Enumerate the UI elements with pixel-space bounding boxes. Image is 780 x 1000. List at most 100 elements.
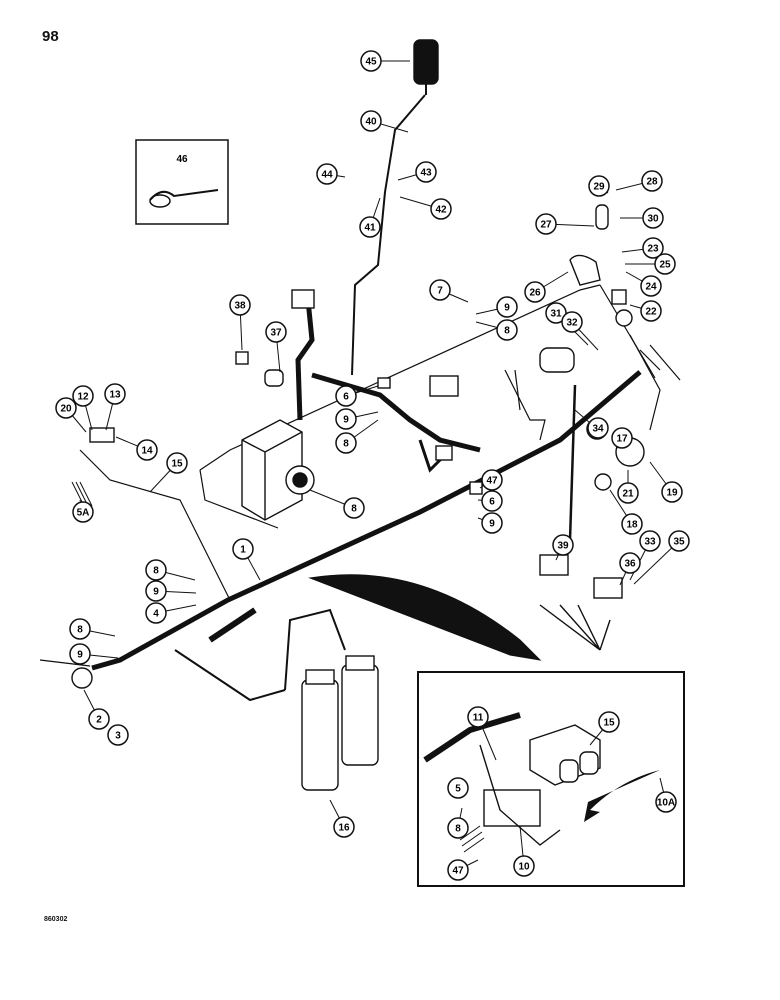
callout-15: 15 <box>149 452 188 493</box>
callout-number: 11 <box>473 713 484 724</box>
callout-circle <box>481 512 503 534</box>
callout-number: 10 <box>518 862 530 873</box>
callout-4: 4 <box>145 602 197 624</box>
callout-number: 23 <box>647 244 659 255</box>
callout-number: 5 <box>455 784 461 795</box>
callout-circle <box>145 602 167 624</box>
callout-number: 21 <box>622 489 634 500</box>
callout-number: 24 <box>645 282 657 293</box>
callout-circle <box>335 385 357 407</box>
callout-45: 45 <box>360 50 410 72</box>
callout-number: 15 <box>171 459 183 470</box>
callout-32: 32 <box>561 311 599 351</box>
callout-circle <box>72 501 94 523</box>
filter-assembly <box>301 655 379 791</box>
callout-39: 39 <box>552 534 574 561</box>
callout-8: 8 <box>145 559 196 581</box>
callout-circle <box>335 432 357 454</box>
callout-number: 37 <box>270 328 282 339</box>
callout-number: 32 <box>566 318 578 329</box>
callout-number: 40 <box>365 117 377 128</box>
callout-number: 6 <box>489 497 495 508</box>
callout-circle <box>72 385 94 407</box>
callout-number: 41 <box>364 223 376 234</box>
callout-circle <box>588 175 610 197</box>
callout-37: 37 <box>265 321 287 373</box>
callout-36: 36 <box>619 552 641 586</box>
callout-number: 47 <box>452 866 464 877</box>
callout-number: 26 <box>529 288 541 299</box>
callout-number: 9 <box>77 650 83 661</box>
callout-number: 9 <box>489 519 495 530</box>
callout-circle <box>642 207 664 229</box>
callout-47: 47 <box>479 469 503 491</box>
inset-detail-box <box>417 671 685 887</box>
callout-10A: 10A <box>655 777 677 813</box>
callout-number: 33 <box>644 537 656 548</box>
callout-circle <box>429 279 451 301</box>
callout-circle <box>619 552 641 574</box>
callout-number: 8 <box>455 824 461 835</box>
inset-arrow <box>584 770 660 822</box>
callout-circle <box>232 538 254 560</box>
callout-2: 2 <box>83 689 110 730</box>
callout-41: 41 <box>359 197 381 238</box>
callout-8: 8 <box>447 807 469 839</box>
callout-7: 7 <box>429 279 469 303</box>
callout-circle <box>587 417 609 439</box>
callout-circle <box>639 530 661 552</box>
callout-circle <box>598 711 620 733</box>
callout-10: 10 <box>513 825 535 877</box>
callout-number: 20 <box>60 404 72 415</box>
callout-8: 8 <box>309 489 365 519</box>
callout-number: 8 <box>153 566 159 577</box>
callout-circle <box>359 216 381 238</box>
callout-number: 14 <box>141 446 153 457</box>
callout-18: 18 <box>609 489 643 535</box>
callout-circle <box>496 319 518 341</box>
components <box>71 39 645 853</box>
callout-circle <box>661 481 683 503</box>
callout-number: 13 <box>109 390 121 401</box>
callout-19: 19 <box>649 461 683 503</box>
callout-35: 35 <box>633 530 690 585</box>
callout-circle <box>641 170 663 192</box>
callout-circle <box>524 281 546 303</box>
callout-circle <box>166 452 188 474</box>
callout-circle <box>360 110 382 132</box>
callout-44: 44 <box>316 163 346 185</box>
callout-circle <box>447 859 469 881</box>
callout-circle <box>617 482 639 504</box>
callout-circle <box>55 397 77 419</box>
callout-number: 8 <box>77 625 83 636</box>
callout-number: 10A <box>657 798 675 809</box>
callout-circle <box>545 302 567 324</box>
callout-number: 16 <box>338 823 350 834</box>
callout-number: 27 <box>540 220 552 231</box>
callout-5: 5 <box>447 777 469 799</box>
callout-number: 35 <box>673 537 685 548</box>
callout-47: 47 <box>447 859 479 881</box>
callout-number: 31 <box>550 309 562 320</box>
callout-circle <box>107 724 129 746</box>
callout-circle <box>333 816 355 838</box>
callout-circle <box>360 50 382 72</box>
callout-circle <box>654 253 676 275</box>
callout-number: 9 <box>343 415 349 426</box>
callout-number: 4 <box>153 609 159 620</box>
figure-code: 860302 <box>44 916 68 923</box>
callout-circle <box>467 706 489 728</box>
callout-number: 28 <box>646 177 658 188</box>
callout-9: 9 <box>69 643 119 665</box>
callout-9: 9 <box>477 512 503 534</box>
callout-circle <box>642 237 664 259</box>
controller-box <box>241 419 315 521</box>
callout-circle <box>145 580 167 602</box>
page-number: 98 <box>42 28 59 45</box>
callout-6: 6 <box>335 385 379 407</box>
callout-24: 24 <box>625 271 662 297</box>
callout-circle <box>535 213 557 235</box>
callout-circle <box>316 163 338 185</box>
callout-circle <box>447 777 469 799</box>
